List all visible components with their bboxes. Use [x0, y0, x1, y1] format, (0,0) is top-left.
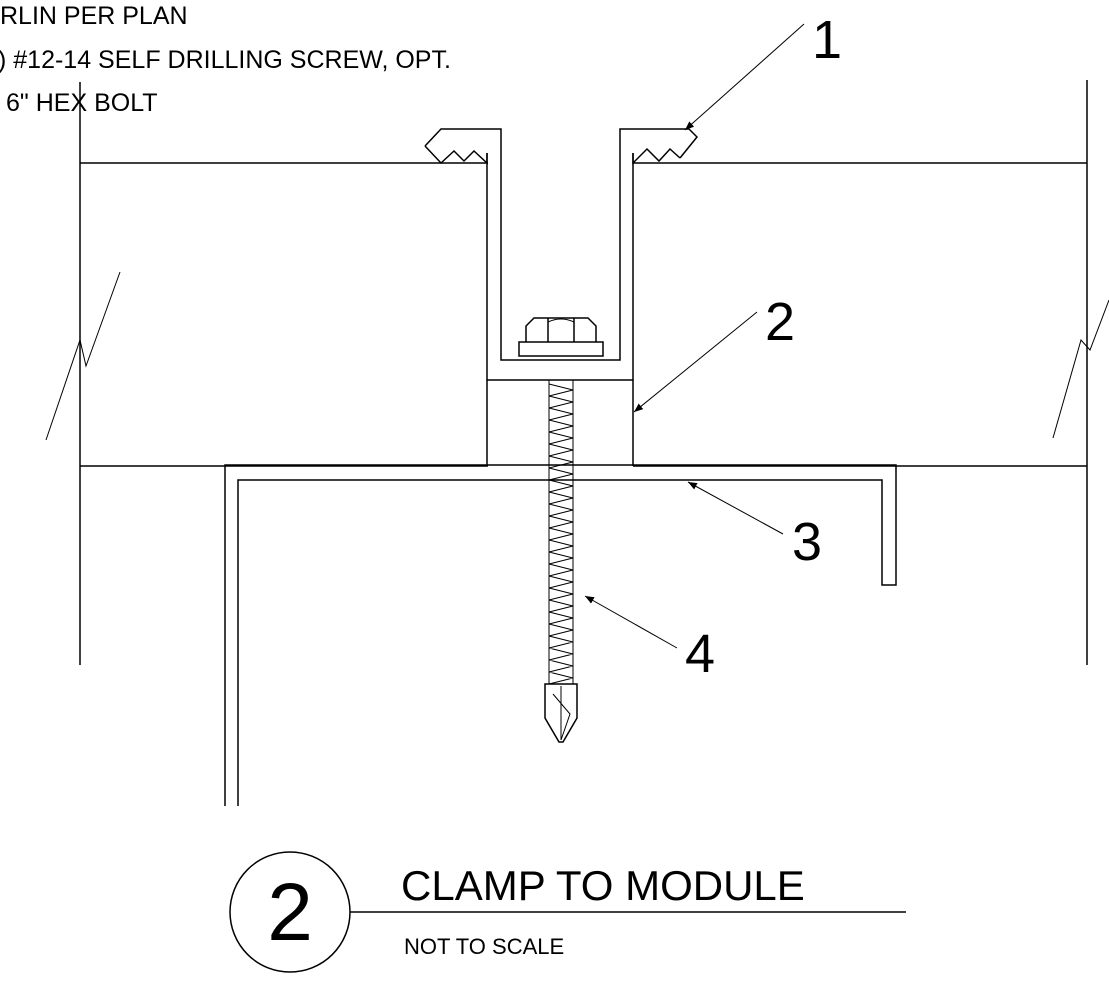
callout-numbers: 1 2 3 4 [685, 10, 842, 684]
break-lines [45, 271, 1109, 441]
callout-leaders [584, 23, 805, 649]
module-clamp [424, 128, 699, 466]
hex-bolt-head [518, 317, 604, 357]
callout-4: 4 [685, 624, 715, 684]
self-drilling-screw [544, 380, 578, 743]
keynote-list: RLIN PER PLAN ) #12-14 SELF DRILLING SCR… [0, 2, 451, 117]
purlin [224, 464, 897, 806]
module-frames [79, 80, 1088, 665]
detail-number: 2 [267, 867, 313, 958]
detail-title-block: 2 CLAMP TO MODULE NOT TO SCALE [229, 851, 906, 973]
detail-title: CLAMP TO MODULE [401, 862, 805, 909]
detail-scale: NOT TO SCALE [404, 934, 564, 959]
keynote-1-text: RLIN PER PLAN [0, 2, 188, 30]
keynote-3-text: 6" HEX BOLT [6, 89, 158, 117]
callout-1: 1 [812, 10, 842, 70]
keynote-2-text: ) #12-14 SELF DRILLING SCREW, OPT. [0, 46, 451, 74]
callout-2: 2 [765, 292, 795, 352]
callout-3: 3 [792, 512, 822, 572]
